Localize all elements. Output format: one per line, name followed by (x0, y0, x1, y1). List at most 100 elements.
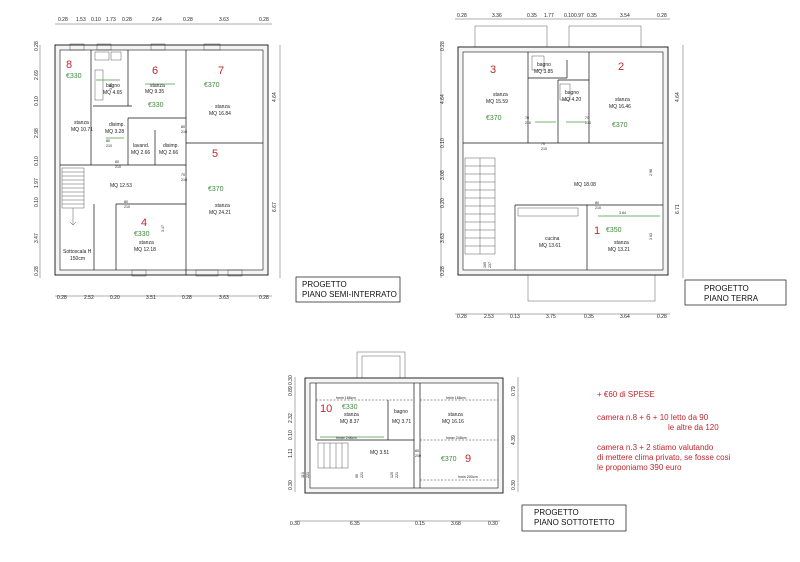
dim: 3.47 (34, 233, 40, 243)
plan-subtitle: PIANO TERRA (704, 294, 759, 303)
room-label: disimp. (163, 143, 179, 149)
dim: 210 (181, 130, 187, 134)
terra-bottom-dimensions: 0.28 2.53 0.13 3.75 0.35 3.64 0.28 (457, 314, 667, 320)
dim: 0.28 (259, 295, 269, 301)
dim: 4.64 (675, 92, 681, 102)
dim: 0.28 (34, 41, 40, 51)
room-label: stanza (344, 412, 359, 418)
dim: 3.08 (440, 170, 446, 180)
room-label: bagno (106, 83, 120, 89)
dim: 165 (483, 262, 487, 268)
dim: 80 (124, 200, 128, 204)
dim: 6.71 (675, 204, 681, 214)
room-1: 1 €350 stanza MQ 13.21 (594, 225, 630, 253)
room-area: MQ 15.59 (486, 99, 508, 105)
dim: 3.75 (546, 314, 556, 320)
dim: 0.28 (440, 266, 446, 276)
room-area: MQ 16.46 (609, 104, 631, 110)
dim: 2.52 (84, 295, 94, 301)
dim: 2.69 (34, 70, 40, 80)
room-area: MQ 12.18 (134, 247, 156, 253)
dim: 2.98 (649, 169, 653, 176)
dim: 70 (181, 173, 185, 177)
dim: 70 (525, 116, 529, 120)
dim: 80 (181, 125, 185, 129)
ceiling-height: hmax 248cm (336, 436, 357, 440)
dim: 0.10 (91, 17, 101, 23)
room-area: MQ 13.21 (608, 247, 630, 253)
dim: 4.39 (511, 435, 517, 445)
room-label: Sottoscala H (63, 249, 92, 255)
dim: 6.35 (350, 521, 360, 527)
dim: 0.10 (564, 13, 574, 19)
dim: 3.54 (620, 13, 630, 19)
room-number: 6 (152, 65, 158, 77)
dim: 0.89 (288, 386, 294, 396)
room-label: stanza (215, 203, 230, 209)
room-corridor-sotto: MQ 3.51 (370, 450, 389, 456)
room-area: 150cm (70, 256, 85, 262)
dim: 80 (415, 449, 419, 453)
room-disimp-2: disimp. MQ 2.66 (159, 143, 179, 156)
room-price: €370 (612, 122, 628, 129)
terra-staircase (464, 157, 496, 255)
dim: 0.30 (288, 480, 294, 490)
room-price: €350 (606, 227, 622, 234)
dim: 3.51 (146, 295, 156, 301)
plan-title: PROGETTO (534, 508, 579, 517)
room-corridor-semi: MQ 12.53 (110, 183, 132, 189)
room-3: 3 €370 stanza MQ 15.59 (486, 64, 508, 122)
dim: 0.28 (259, 17, 269, 23)
dim: 0.20 (110, 295, 120, 301)
note-line: le proponiamo 390 euro (597, 463, 682, 472)
dim: 3.54 (109, 83, 113, 90)
room-label: stanza (448, 412, 463, 418)
dim: 210 (585, 121, 591, 125)
dim: 1.73 (106, 17, 116, 23)
floor-plan-sottotetto: 0.30 0.89 2.32 0.10 1.11 0.30 0.79 4.39 … (288, 351, 627, 532)
floor-plan-piano-terra: 0.28 3.36 0.35 1.77 0.10 0.97 0.35 3.54 … (440, 13, 787, 320)
dim: 2.32 (288, 413, 294, 423)
dim: 70 (541, 142, 545, 146)
room-area: MQ 12.53 (110, 183, 132, 189)
dim: 0.35 (527, 13, 537, 19)
dim: 70 (585, 116, 589, 120)
room-number: 9 (465, 453, 471, 465)
plan-title: PROGETTO (302, 280, 347, 289)
room-4: 4 €330 stanza MQ 12.18 (134, 217, 156, 253)
dim: 3.63 (219, 295, 229, 301)
room-label: bagno (394, 409, 408, 415)
room-10: 10 €330 stanza MQ 8.37 (320, 403, 359, 425)
semi-bottom-dimensions: 0.28 2.52 0.20 3.51 0.28 3.63 0.28 (57, 295, 269, 301)
room-corridor-terra: MQ 18.08 (574, 182, 596, 188)
dim: 200 (415, 454, 421, 458)
room-label: stanza (215, 104, 230, 110)
dim: 80 (106, 139, 110, 143)
dim: 80 (595, 201, 599, 205)
room-2: 2 stanza MQ 16.46 €370 (609, 61, 631, 129)
dim: 0.35 (584, 314, 594, 320)
note-line: camera n.3 + 2 stiamo valutando (597, 443, 714, 452)
room-number: 7 (218, 65, 224, 77)
room-area: MQ 3.51 (370, 450, 389, 456)
room-area: MQ 18.08 (574, 182, 596, 188)
room-label: stanza (493, 92, 508, 98)
room-label: stanza (74, 120, 89, 126)
room-price: €330 (66, 73, 82, 80)
dim: 0.28 (457, 314, 467, 320)
room-7: 7 €370 stanza MQ 16.84 (204, 65, 231, 117)
semi-staircase (61, 167, 85, 226)
plan-subtitle: PIANO SEMI-INTERRATO (302, 290, 397, 299)
room-label: bagno (537, 62, 551, 68)
sotto-right-dimensions: 0.79 4.39 0.30 (511, 386, 517, 490)
dim: 0.28 (457, 13, 467, 19)
dim: 210 (595, 206, 601, 210)
ceiling-height: hmax 248cm (446, 436, 467, 440)
dim: 2.64 (152, 17, 162, 23)
room-area: MQ 24.21 (209, 210, 231, 216)
dim: 3.64 (620, 314, 630, 320)
dim: 3.47 (161, 225, 165, 232)
sotto-staircase (317, 442, 349, 469)
ceiling-height: hmin 168cm (336, 396, 356, 400)
dim: 0.20 (440, 198, 446, 208)
